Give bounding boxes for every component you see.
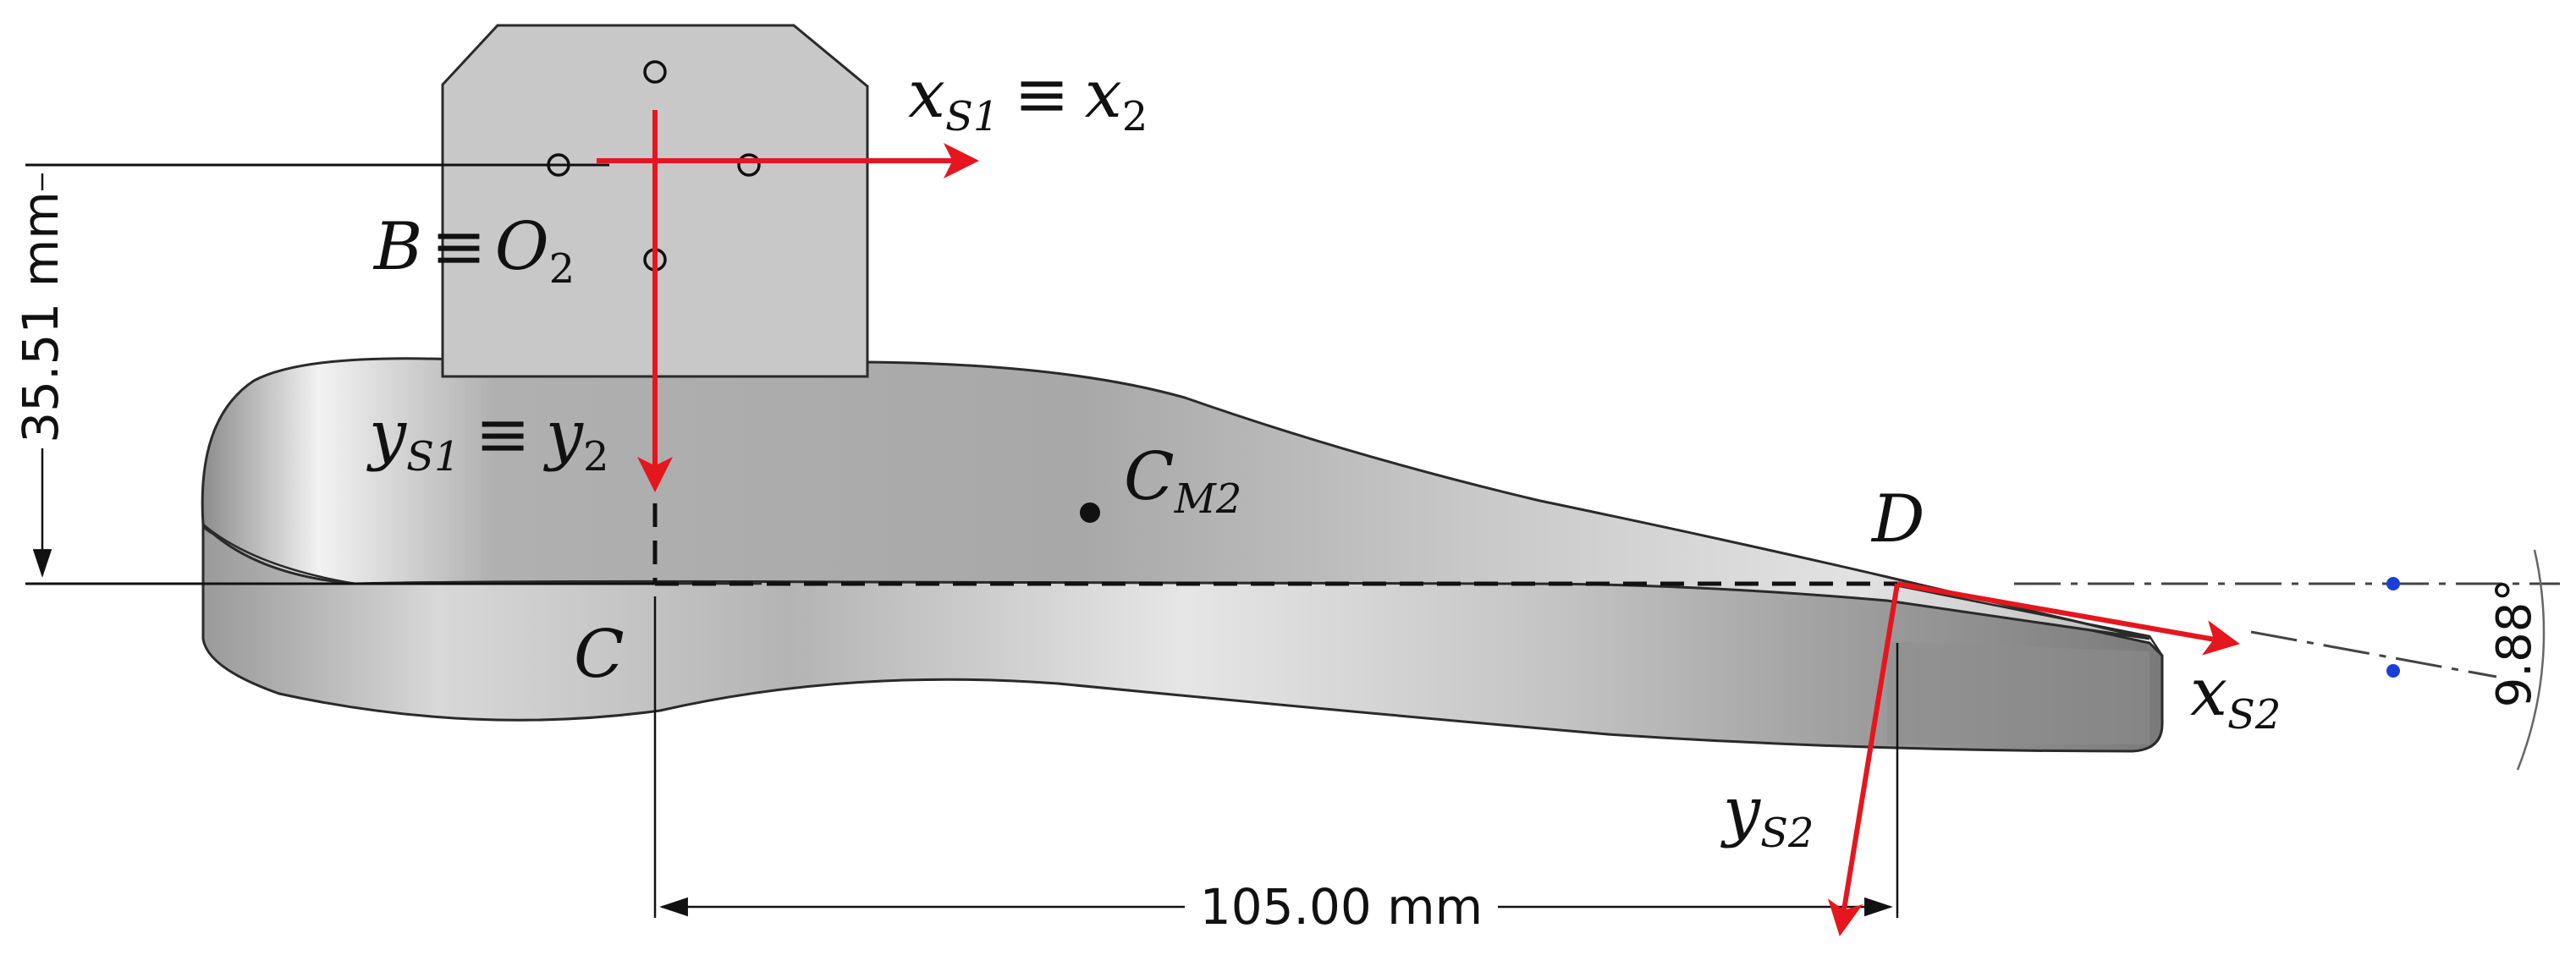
blue-point-upper <box>2386 577 2400 590</box>
hole-right <box>737 153 761 177</box>
foot-toe-face <box>1887 641 2149 744</box>
horizontal-dimension-label: 105.00 mm <box>1200 878 1483 936</box>
label-B-O2: B≡O2 <box>372 209 575 293</box>
foot-body <box>201 357 2164 753</box>
vertical-dimension-label: 35.51 mm <box>12 191 69 442</box>
blue-point-lower <box>2386 664 2400 678</box>
label-xs1-x2: xS1≡x2 <box>908 57 1148 140</box>
inclined-centerline <box>2250 630 2497 678</box>
angle-label: 9.88° <box>2487 579 2542 708</box>
axis-ys2 <box>1827 583 1900 936</box>
center-of-mass-point <box>1080 502 1100 523</box>
coordinate-axes <box>597 110 2240 936</box>
labels: xS1≡x2 B≡O2 yS1≡y2 CM2 C D xS2 yS2 <box>366 57 2281 857</box>
hole-top <box>643 60 667 84</box>
label-C: C <box>574 617 625 693</box>
label-xs2: xS2 <box>2190 655 2281 739</box>
label-ys2: yS2 <box>1720 773 1814 857</box>
label-ys1-y2: yS1≡y2 <box>366 397 608 480</box>
label-CM2: CM2 <box>1124 439 1241 523</box>
dashed-guides <box>652 503 1897 586</box>
label-D: D <box>1870 481 1925 557</box>
foot-heel-curl <box>202 524 762 585</box>
angle-arc <box>2516 549 2546 771</box>
axis-xs2 <box>1896 581 2240 656</box>
foot-toe-end <box>1886 582 2164 724</box>
dimension-lines: 35.51 mm 105.00 mm 9.88° <box>12 163 2560 936</box>
